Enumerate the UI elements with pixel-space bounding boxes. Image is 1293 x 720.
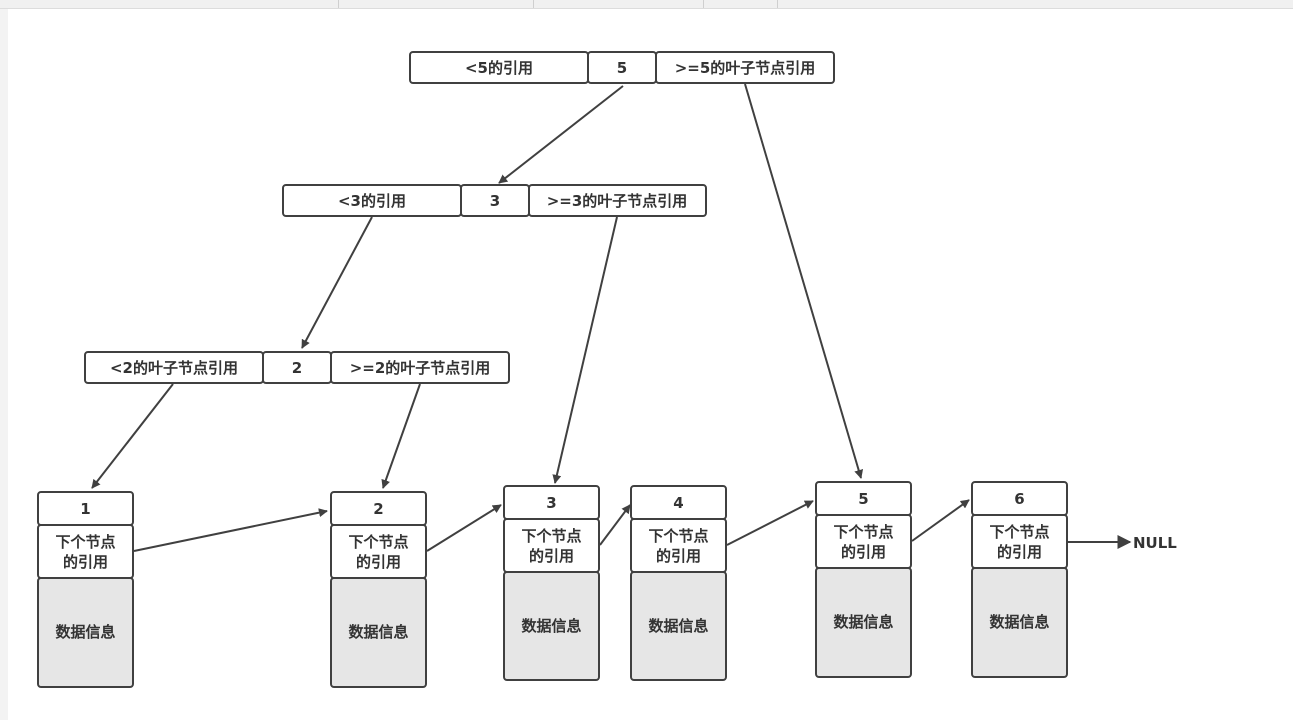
leaf3-next-label-line2: 的引用 <box>529 547 574 565</box>
node2-left-label: <2的叶子节点引用 <box>110 359 238 377</box>
leaf2-data-cell <box>330 577 427 688</box>
toolbar-separator <box>777 0 778 8</box>
leaf2-next-label-line1: 下个节点 <box>348 533 408 551</box>
toolbar-separator <box>533 0 534 8</box>
internal-node-3: <3的引用 3 >=3的叶子节点引用 <box>282 184 707 217</box>
edge-node3-to-leaf3 <box>552 216 618 484</box>
leaf2-data-label: 数据信息 <box>348 623 408 641</box>
leaf-node-6: 6 下个节点 的引用 数据信息 <box>971 481 1068 678</box>
leaf3-key-label: 3 <box>546 494 556 512</box>
node2-key-label: 2 <box>292 359 302 377</box>
leaf6-key-label: 6 <box>1014 490 1024 508</box>
top-toolbar-strip <box>0 0 1293 9</box>
leaf5-data-cell <box>815 567 912 678</box>
node2-right-label: >=2的叶子节点引用 <box>350 359 491 377</box>
leaf-node-2: 2 下个节点 的引用 数据信息 <box>330 491 427 688</box>
toolbar-separator <box>703 0 704 8</box>
edge-node2-to-leaf1 <box>91 383 174 489</box>
leaf1-next-label-line1: 下个节点 <box>55 533 115 551</box>
node3-right-pointer-cell <box>528 184 707 217</box>
edge-root-to-node3 <box>498 85 624 184</box>
leaf2-key-label: 2 <box>373 500 383 518</box>
node3-key-label: 3 <box>490 192 500 210</box>
root-left-label: <5的引用 <box>465 59 533 77</box>
leaf5-next-label-line2: 的引用 <box>841 543 886 561</box>
bplus-tree-diagram: <5的引用 5 >=5的叶子节点引用 <3的引用 3 >=3的叶子节点引用 <2… <box>37 51 1177 688</box>
root-right-pointer-cell <box>655 51 835 84</box>
leaf6-data-cell <box>971 567 1068 678</box>
leaf2-next-label-line2: 的引用 <box>356 553 401 571</box>
leaf1-next-label-line2: 的引用 <box>63 553 108 571</box>
leaf4-data-label: 数据信息 <box>648 617 708 635</box>
edge-leaf2-to-leaf3 <box>426 504 502 552</box>
leaf3-data-cell <box>503 571 600 681</box>
leaf6-next-label-line1: 下个节点 <box>989 523 1049 541</box>
edge-root-to-leaf5 <box>744 83 864 479</box>
internal-node-root: <5的引用 5 >=5的叶子节点引用 <box>409 51 835 84</box>
leaf6-next-label-line2: 的引用 <box>997 543 1042 561</box>
leaf4-next-label-line1: 下个节点 <box>648 527 708 545</box>
root-key-label: 5 <box>617 59 627 77</box>
leaf5-next-label-line1: 下个节点 <box>833 523 893 541</box>
leaf6-data-label: 数据信息 <box>989 613 1049 631</box>
left-margin-strip <box>0 9 8 720</box>
leaf4-next-label-line2: 的引用 <box>656 547 701 565</box>
node3-left-label: <3的引用 <box>338 192 406 210</box>
leaf1-key-label: 1 <box>80 500 90 518</box>
edge-leaf5-to-leaf6 <box>911 499 970 542</box>
leaf-node-3: 3 下个节点 的引用 数据信息 <box>503 485 600 681</box>
root-right-label: >=5的叶子节点引用 <box>675 59 816 77</box>
edge-leaf1-to-leaf2 <box>133 508 328 552</box>
leaf-node-5: 5 下个节点 的引用 数据信息 <box>815 481 912 678</box>
toolbar-separator <box>338 0 339 8</box>
leaf3-data-label: 数据信息 <box>521 617 581 635</box>
leaf5-key-label: 5 <box>858 490 868 508</box>
leaf-node-1: 1 下个节点 的引用 数据信息 <box>37 491 134 688</box>
leaf3-next-label-line1: 下个节点 <box>521 527 581 545</box>
edge-leaf3-to-leaf4 <box>599 504 631 546</box>
leaf1-data-label: 数据信息 <box>55 623 115 641</box>
leaf1-data-cell <box>37 577 134 688</box>
diagram-canvas: <5的引用 5 >=5的叶子节点引用 <3的引用 3 >=3的叶子节点引用 <2… <box>8 9 1293 720</box>
edge-leaf4-to-leaf5 <box>726 500 814 546</box>
node3-right-label: >=3的叶子节点引用 <box>547 192 688 210</box>
leaf4-data-cell <box>630 571 727 681</box>
internal-node-2: <2的叶子节点引用 2 >=2的叶子节点引用 <box>84 351 510 384</box>
null-terminal-label: NULL <box>1133 534 1177 552</box>
leaf4-key-label: 4 <box>673 494 683 512</box>
edge-node2-to-leaf2 <box>381 383 421 489</box>
node2-right-pointer-cell <box>330 351 510 384</box>
edge-node3-to-node2 <box>301 216 373 349</box>
leaf5-data-label: 数据信息 <box>833 613 893 631</box>
leaf-node-4: 4 下个节点 的引用 数据信息 <box>630 485 727 681</box>
